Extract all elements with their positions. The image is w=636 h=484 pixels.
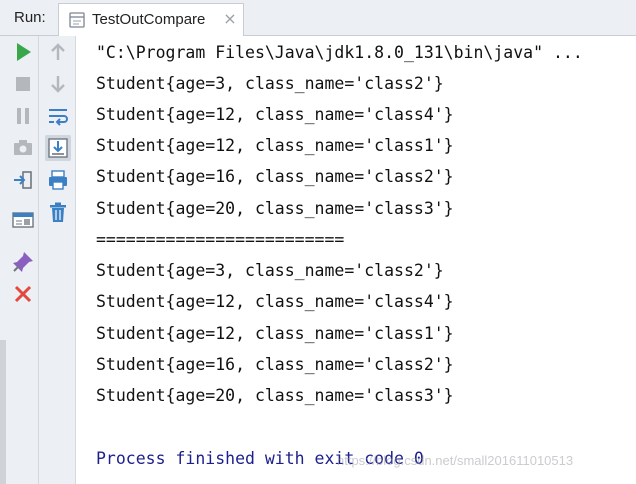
scroll-to-end-icon[interactable] [45, 135, 71, 161]
console-line: Student{age=12, class_name='class1'} [96, 324, 454, 343]
close-icon[interactable] [10, 281, 36, 307]
console-line: Student{age=16, class_name='class2'} [96, 355, 454, 374]
tab-testoutcompare[interactable]: TestOutCompare × [58, 3, 244, 36]
camera-icon[interactable] [10, 135, 36, 161]
console-line: Student{age=20, class_name='class3'} [96, 386, 454, 405]
stop-icon[interactable] [10, 71, 36, 97]
watermark: https://blog.csdn.net/small201611010513 [337, 453, 574, 468]
toolbar-divider [38, 36, 39, 484]
console-line: Student{age=12, class_name='class4'} [96, 292, 454, 311]
console-line: Student{age=16, class_name='class2'} [96, 167, 454, 186]
pin-icon[interactable] [10, 249, 36, 275]
console-line: Student{age=12, class_name='class4'} [96, 105, 454, 124]
soft-wrap-icon[interactable] [45, 103, 71, 129]
run-icon[interactable] [10, 39, 36, 65]
window-edge [0, 340, 6, 484]
command-line: "C:\Program Files\Java\jdk1.8.0_131\bin\… [96, 43, 583, 62]
console-line: Student{age=3, class_name='class2'} [96, 74, 444, 93]
run-label: Run: [14, 9, 46, 26]
console-output[interactable]: "C:\Program Files\Java\jdk1.8.0_131\bin\… [96, 40, 632, 480]
up-arrow-icon[interactable] [45, 39, 71, 65]
down-arrow-icon[interactable] [45, 71, 71, 97]
separator-line: ========================= [96, 230, 345, 249]
run-config-icon [68, 11, 86, 29]
print-icon[interactable] [45, 167, 71, 193]
process-finished-line: Process finished with exit code 0 [96, 449, 424, 468]
console-line: Student{age=3, class_name='class2'} [96, 261, 444, 280]
run-tool-window-header: Run: TestOutCompare × [0, 0, 636, 36]
login-icon[interactable] [10, 167, 36, 193]
empty-line [96, 414, 632, 440]
trash-icon[interactable] [45, 199, 71, 225]
layout-icon[interactable] [10, 207, 36, 233]
console-line: Student{age=12, class_name='class1'} [96, 136, 454, 155]
console-line: Student{age=20, class_name='class3'} [96, 199, 454, 218]
tab-title: TestOutCompare [92, 11, 206, 28]
tab-close-icon[interactable]: × [223, 9, 237, 28]
pause-icon[interactable] [10, 103, 36, 129]
